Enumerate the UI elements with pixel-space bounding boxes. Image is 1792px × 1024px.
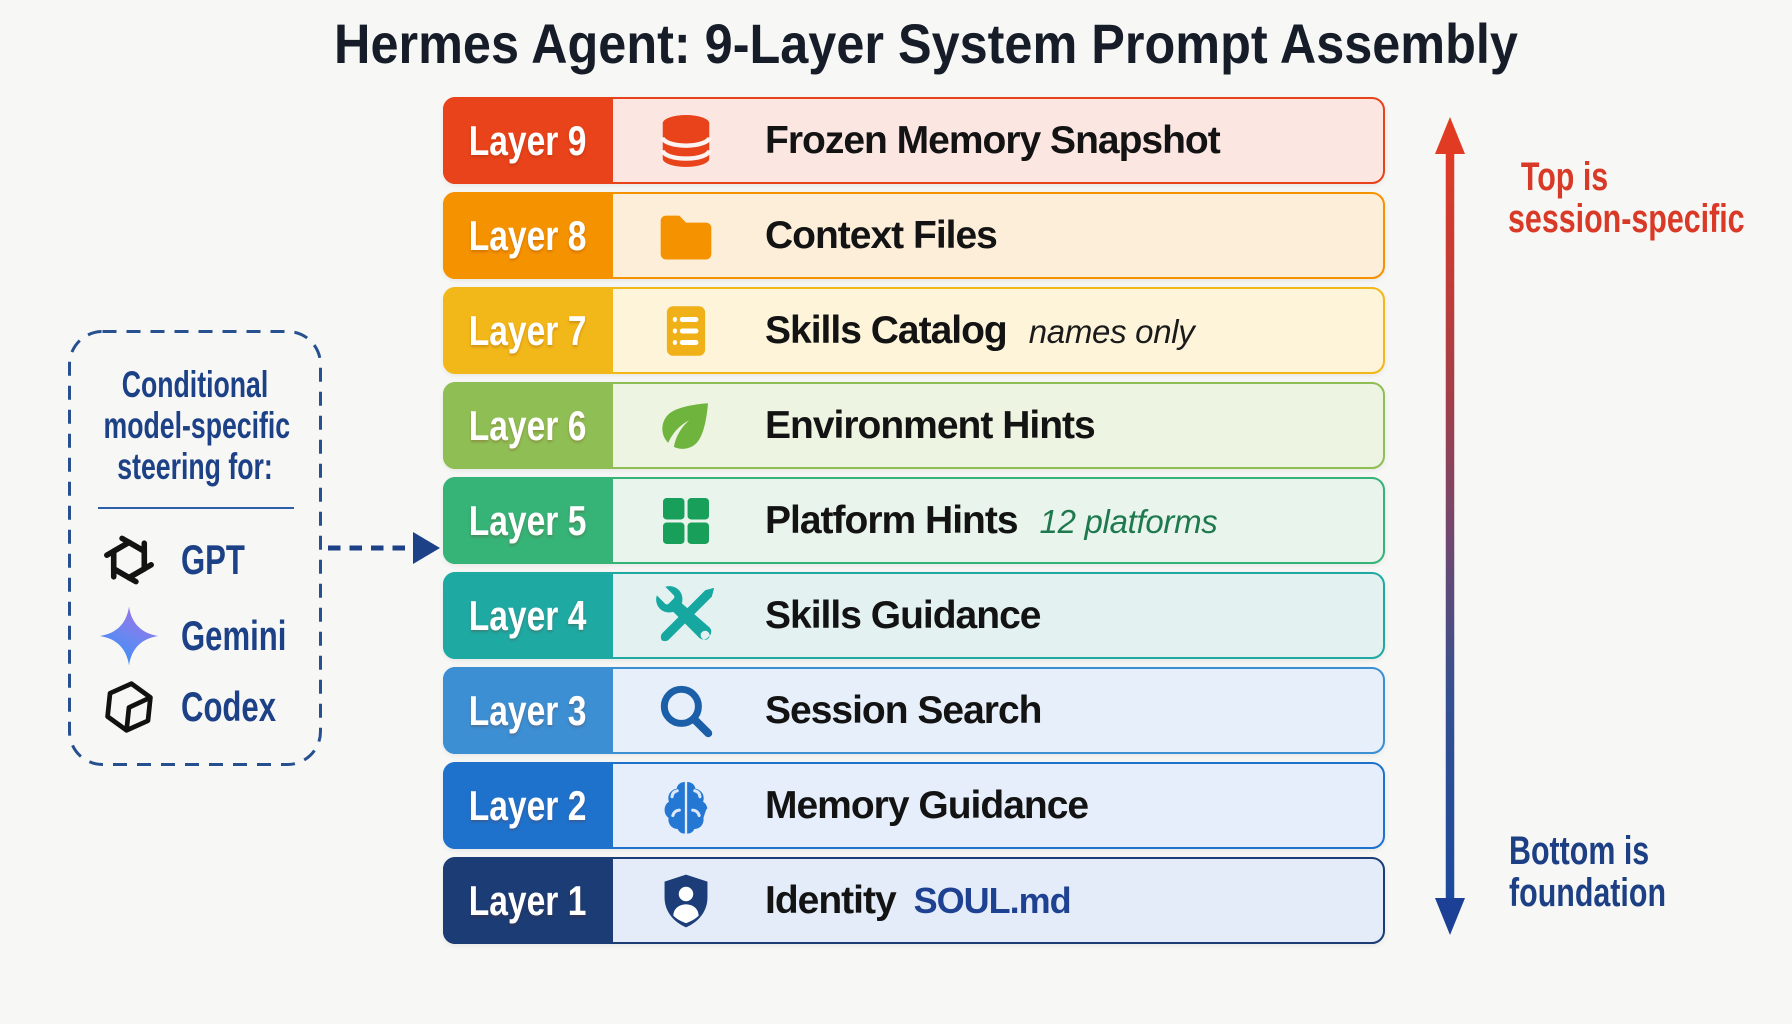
layer-title: Skills Catalog bbox=[765, 309, 1008, 352]
model-name-wrap: GPT bbox=[181, 536, 267, 584]
database-icon bbox=[655, 110, 717, 172]
layer-titlebox: Session Search bbox=[765, 669, 1042, 752]
layer-titlebox: Skills Guidance bbox=[765, 574, 1041, 657]
search-icon bbox=[655, 680, 717, 742]
page-title: Hermes Agent: 9-Layer System Prompt Asse… bbox=[334, 12, 1518, 75]
layer-title: Session Search bbox=[765, 689, 1042, 732]
layer-label: Layer 2 bbox=[443, 762, 613, 849]
axis-bottom-line1: Bottom is bbox=[1509, 829, 1650, 873]
layer-title: Frozen Memory Snapshot bbox=[765, 119, 1221, 162]
layer-note: SOUL.md bbox=[913, 880, 1072, 921]
layer-label: Layer 1 bbox=[443, 857, 613, 944]
panel-divider bbox=[98, 507, 294, 509]
panel-heading-line2: model-specific bbox=[103, 405, 291, 446]
layer-titlebox: Frozen Memory Snapshot bbox=[765, 99, 1221, 182]
layer-note: 12 platforms bbox=[1039, 503, 1218, 540]
shield-user-icon bbox=[655, 870, 717, 932]
layer-note: names only bbox=[1028, 313, 1195, 350]
layer-titlebox: Memory Guidance bbox=[765, 764, 1089, 847]
layer-title: Platform Hints bbox=[765, 499, 1019, 542]
layer-row-layer-1: Layer 1 Identity SOUL.md bbox=[443, 857, 1385, 944]
model-name: GPT bbox=[181, 536, 245, 583]
layer-stack: Layer 9 Frozen Memory Snapshot Layer 8 C… bbox=[443, 97, 1385, 944]
layer-row-layer-9: Layer 9 Frozen Memory Snapshot bbox=[443, 97, 1385, 184]
layer-row-layer-5: Layer 5 Platform Hints 12 platforms bbox=[443, 477, 1385, 564]
panel-heading-line3: steering for: bbox=[117, 446, 273, 487]
axis-top-line1: Top is bbox=[1520, 155, 1609, 199]
layer-row-layer-4: Layer 4 Skills Guidance bbox=[443, 572, 1385, 659]
model-name: Gemini bbox=[181, 612, 287, 659]
folder-icon bbox=[655, 205, 717, 267]
layer-label: Layer 6 bbox=[443, 382, 613, 469]
model-steering-panel: Conditional model-specific steering for:… bbox=[68, 330, 322, 766]
layer-title: Environment Hints bbox=[765, 404, 1096, 447]
layer-titlebox: Identity SOUL.md bbox=[765, 859, 1072, 942]
layer-label: Layer 3 bbox=[443, 667, 613, 754]
leaf-icon bbox=[655, 395, 717, 457]
steering-arrow bbox=[328, 532, 440, 564]
model-name-wrap: Codex bbox=[181, 683, 309, 731]
layer-label: Layer 5 bbox=[443, 477, 613, 564]
gemini-icon bbox=[98, 603, 160, 669]
codex-icon bbox=[98, 674, 160, 740]
notebook-icon bbox=[655, 300, 717, 362]
layer-row-layer-6: Layer 6 Environment Hints bbox=[443, 382, 1385, 469]
panel-dashed-border bbox=[68, 330, 322, 766]
openai-icon bbox=[98, 527, 160, 593]
layer-label: Layer 9 bbox=[443, 97, 613, 184]
layer-label: Layer 8 bbox=[443, 192, 613, 279]
axis-bottom-label: Bottom is foundation bbox=[1509, 830, 1716, 914]
model-name: Codex bbox=[181, 683, 276, 730]
model-name-wrap: Gemini bbox=[181, 612, 323, 660]
layer-title: Context Files bbox=[765, 214, 998, 257]
layer-title: Memory Guidance bbox=[765, 784, 1089, 827]
layer-row-layer-3: Layer 3 Session Search bbox=[443, 667, 1385, 754]
axis-gradient-arrow bbox=[1435, 117, 1465, 935]
layer-titlebox: Platform Hints 12 platforms bbox=[765, 479, 1218, 562]
tools-icon bbox=[655, 585, 717, 647]
layer-row-layer-2: Layer 2 Memory Guidance bbox=[443, 762, 1385, 849]
grid-icon bbox=[655, 490, 717, 552]
axis-top-line2: session-specific bbox=[1508, 197, 1745, 241]
axis-bottom-line2: foundation bbox=[1509, 871, 1667, 915]
layer-titlebox: Skills Catalog names only bbox=[765, 289, 1195, 372]
axis-top-label: Top is session-specific bbox=[1508, 156, 1792, 240]
panel-heading-line1: Conditional bbox=[121, 364, 269, 405]
layer-title: Identity bbox=[765, 879, 897, 922]
layer-label: Layer 4 bbox=[443, 572, 613, 659]
brain-icon bbox=[655, 775, 717, 837]
layer-titlebox: Environment Hints bbox=[765, 384, 1096, 467]
layer-row-layer-8: Layer 8 Context Files bbox=[443, 192, 1385, 279]
layer-label: Layer 7 bbox=[443, 287, 613, 374]
layer-title: Skills Guidance bbox=[765, 594, 1041, 637]
layer-titlebox: Context Files bbox=[765, 194, 998, 277]
layer-row-layer-7: Layer 7 Skills Catalog names only bbox=[443, 287, 1385, 374]
panel-heading: Conditional model-specific steering for: bbox=[68, 364, 322, 487]
